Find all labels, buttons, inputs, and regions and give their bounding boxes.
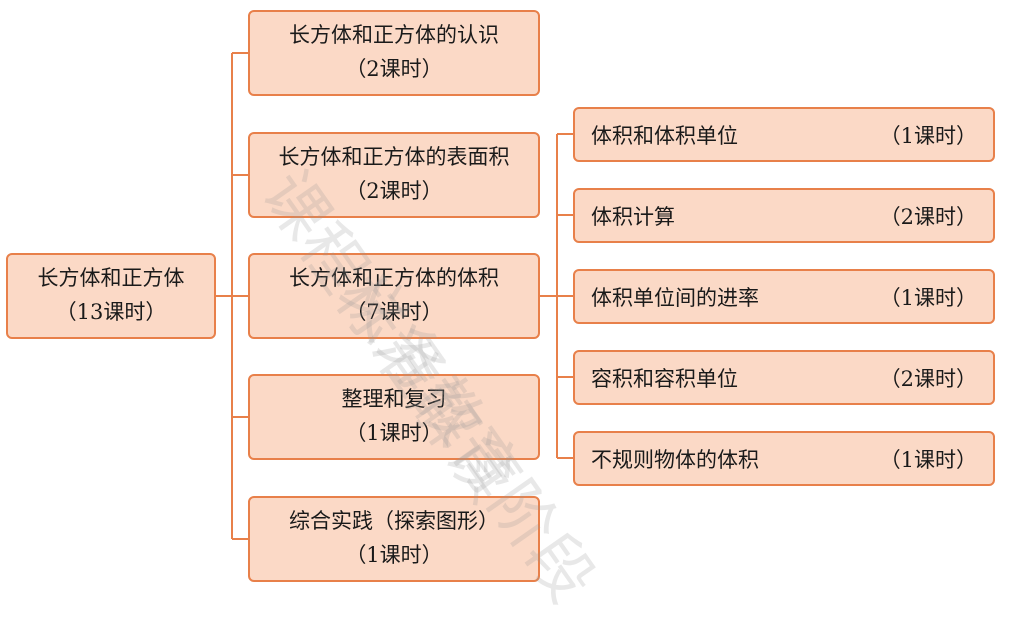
root-title: 长方体和正方体 [37, 266, 185, 291]
root-box: 长方体和正方体 （13课时） [6, 253, 216, 339]
unit-title: 长方体和正方体的体积 [289, 266, 499, 291]
topic-hours: （1课时） [879, 285, 977, 310]
topic-box-unit-conversion: 体积单位间的进率 （1课时） [573, 269, 995, 324]
unit-hours: （7课时） [345, 300, 443, 324]
unit-box-volume: 长方体和正方体的体积 （7课时） [248, 253, 540, 339]
topic-title: 体积和体积单位 [591, 123, 738, 148]
unit-title: 综合实践（探索图形） [289, 509, 499, 534]
unit-box-practice: 综合实践（探索图形） （1课时） [248, 496, 540, 582]
unit-hours: （2课时） [345, 57, 443, 81]
curriculum-tree-diagram: 长方体和正方体 （13课时） 长方体和正方体的认识 （2课时） 长方体和正方体的… [6, 10, 995, 616]
topic-hours: （2课时） [879, 366, 977, 391]
topic-title: 容积和容积单位 [591, 366, 738, 391]
topic-box-irregular-volume: 不规则物体的体积 （1课时） [573, 431, 995, 486]
topic-box-volume-units: 体积和体积单位 （1课时） [573, 107, 995, 162]
topic-box-capacity-units: 容积和容积单位 （2课时） [573, 350, 995, 405]
unit-hours: （1课时） [345, 543, 443, 567]
unit-hours: （2课时） [345, 179, 443, 203]
connector-lines [216, 52, 573, 540]
unit-box-recognition: 长方体和正方体的认识 （2课时） [248, 10, 540, 96]
unit-box-review: 整理和复习 （1课时） [248, 374, 540, 460]
unit-title: 整理和复习 [341, 387, 447, 412]
topic-box-volume-calculation: 体积计算 （2课时） [573, 188, 995, 243]
unit-box-surface-area: 长方体和正方体的表面积 （2课时） [248, 132, 540, 218]
unit-hours: （1课时） [345, 421, 443, 445]
root-hours: （13课时） [55, 300, 167, 324]
topic-hours: （1课时） [879, 123, 977, 148]
unit-title: 长方体和正方体的认识 [289, 23, 499, 48]
topic-hours: （2课时） [879, 204, 977, 229]
topic-title: 体积计算 [591, 204, 675, 229]
topic-hours: （1课时） [879, 447, 977, 472]
unit-title: 长方体和正方体的表面积 [278, 145, 510, 170]
topic-title: 体积单位间的进率 [591, 285, 759, 310]
topic-title: 不规则物体的体积 [591, 447, 759, 472]
